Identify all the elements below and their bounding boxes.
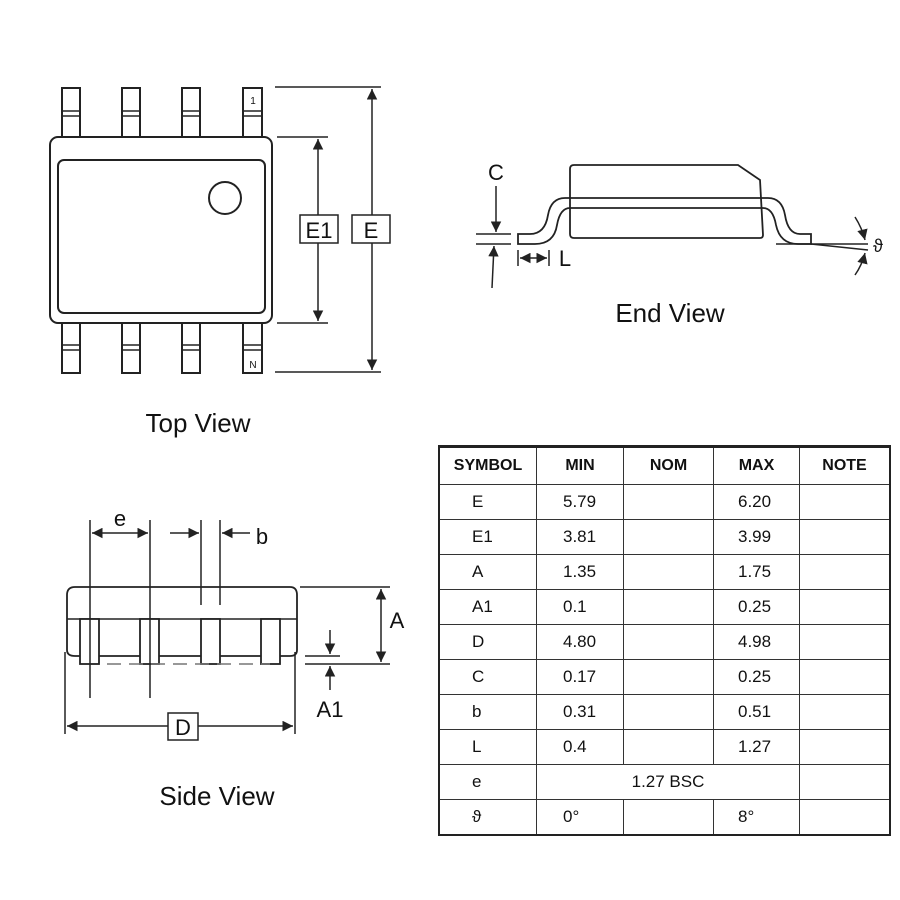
cell-min: 0.31	[536, 694, 624, 730]
cell-note	[799, 729, 891, 765]
header-symbol: SYMBOL	[438, 446, 537, 485]
l-label: L	[559, 246, 571, 271]
cell-min: 1.35	[536, 554, 624, 590]
header-nom: NOM	[623, 446, 714, 485]
header-max: MAX	[713, 446, 800, 485]
cell-min: 5.79	[536, 484, 624, 520]
pin-last-label: N	[249, 360, 256, 371]
cell-nom	[623, 484, 714, 520]
top-view-title: Top View	[145, 408, 250, 438]
cell-max: 0.25	[713, 589, 800, 625]
bottom-leads	[61, 322, 263, 374]
cell-nom	[623, 554, 714, 590]
cell-note	[799, 554, 891, 590]
cell-note	[799, 694, 891, 730]
cell-min: 4.80	[536, 624, 624, 660]
table-row: ϑ 0° 8°	[438, 799, 891, 836]
cell-max: 1.75	[713, 554, 800, 590]
cell-note	[799, 659, 891, 695]
cell-max: 4.98	[713, 624, 800, 660]
cell-nom	[623, 799, 714, 836]
pin1-marker	[208, 181, 242, 215]
top-leads	[61, 87, 263, 138]
theta-label: ϑ	[873, 236, 883, 256]
side-leads	[79, 618, 281, 665]
cell-symbol: C	[438, 659, 537, 695]
cell-note	[799, 484, 891, 520]
cell-symbol: E1	[438, 519, 537, 555]
cell-note	[799, 799, 891, 836]
end-view: ϑ C L End View	[476, 160, 883, 328]
a-label: A	[390, 608, 405, 633]
b-label: b	[256, 524, 268, 549]
table-header: SYMBOL MIN NOM MAX NOTE	[438, 446, 891, 485]
cell-symbol: e	[438, 764, 537, 800]
pitch-label: e	[114, 506, 126, 531]
cell-note	[799, 624, 891, 660]
cell-min: 3.81	[536, 519, 624, 555]
cell-symbol: A1	[438, 589, 537, 625]
cell-min: 0.1	[536, 589, 624, 625]
pin-first-label: 1	[250, 96, 256, 107]
cell-symbol: ϑ	[438, 799, 537, 836]
package-top-face	[57, 159, 266, 314]
cell-value: 1.27 BSC	[536, 764, 800, 800]
end-view-title: End View	[615, 298, 725, 328]
cell-min: 0.17	[536, 659, 624, 695]
cell-symbol: A	[438, 554, 537, 590]
a1-label: A1	[317, 697, 344, 722]
header-min: MIN	[536, 446, 624, 485]
c-label: C	[488, 160, 504, 185]
table-row: e 1.27 BSC	[438, 764, 891, 800]
cell-note	[799, 589, 891, 625]
cell-symbol: b	[438, 694, 537, 730]
cell-nom	[623, 694, 714, 730]
cell-min: 0.4	[536, 729, 624, 765]
cell-nom	[623, 659, 714, 695]
end-view-body	[569, 164, 764, 239]
cell-max: 3.99	[713, 519, 800, 555]
cell-note	[799, 764, 891, 800]
cell-nom	[623, 624, 714, 660]
cell-note	[799, 519, 891, 555]
cell-max: 6.20	[713, 484, 800, 520]
cell-nom	[623, 519, 714, 555]
cell-min: 0°	[536, 799, 624, 836]
e1-label: E1	[306, 218, 333, 243]
top-view: 1 N E1 E Top View	[49, 86, 391, 438]
header-note: NOTE	[799, 446, 891, 485]
e-label: E	[364, 218, 379, 243]
side-view: e b A A1 D Side View	[64, 506, 405, 811]
package-body	[49, 136, 273, 324]
cell-max: 8°	[713, 799, 800, 836]
cell-nom	[623, 729, 714, 765]
cell-symbol: E	[438, 484, 537, 520]
cell-symbol: D	[438, 624, 537, 660]
cell-max: 0.51	[713, 694, 800, 730]
side-view-title: Side View	[159, 781, 274, 811]
cell-nom	[623, 589, 714, 625]
cell-symbol: L	[438, 729, 537, 765]
cell-max: 0.25	[713, 659, 800, 695]
d-label: D	[175, 715, 191, 740]
cell-max: 1.27	[713, 729, 800, 765]
side-view-body	[66, 586, 298, 657]
